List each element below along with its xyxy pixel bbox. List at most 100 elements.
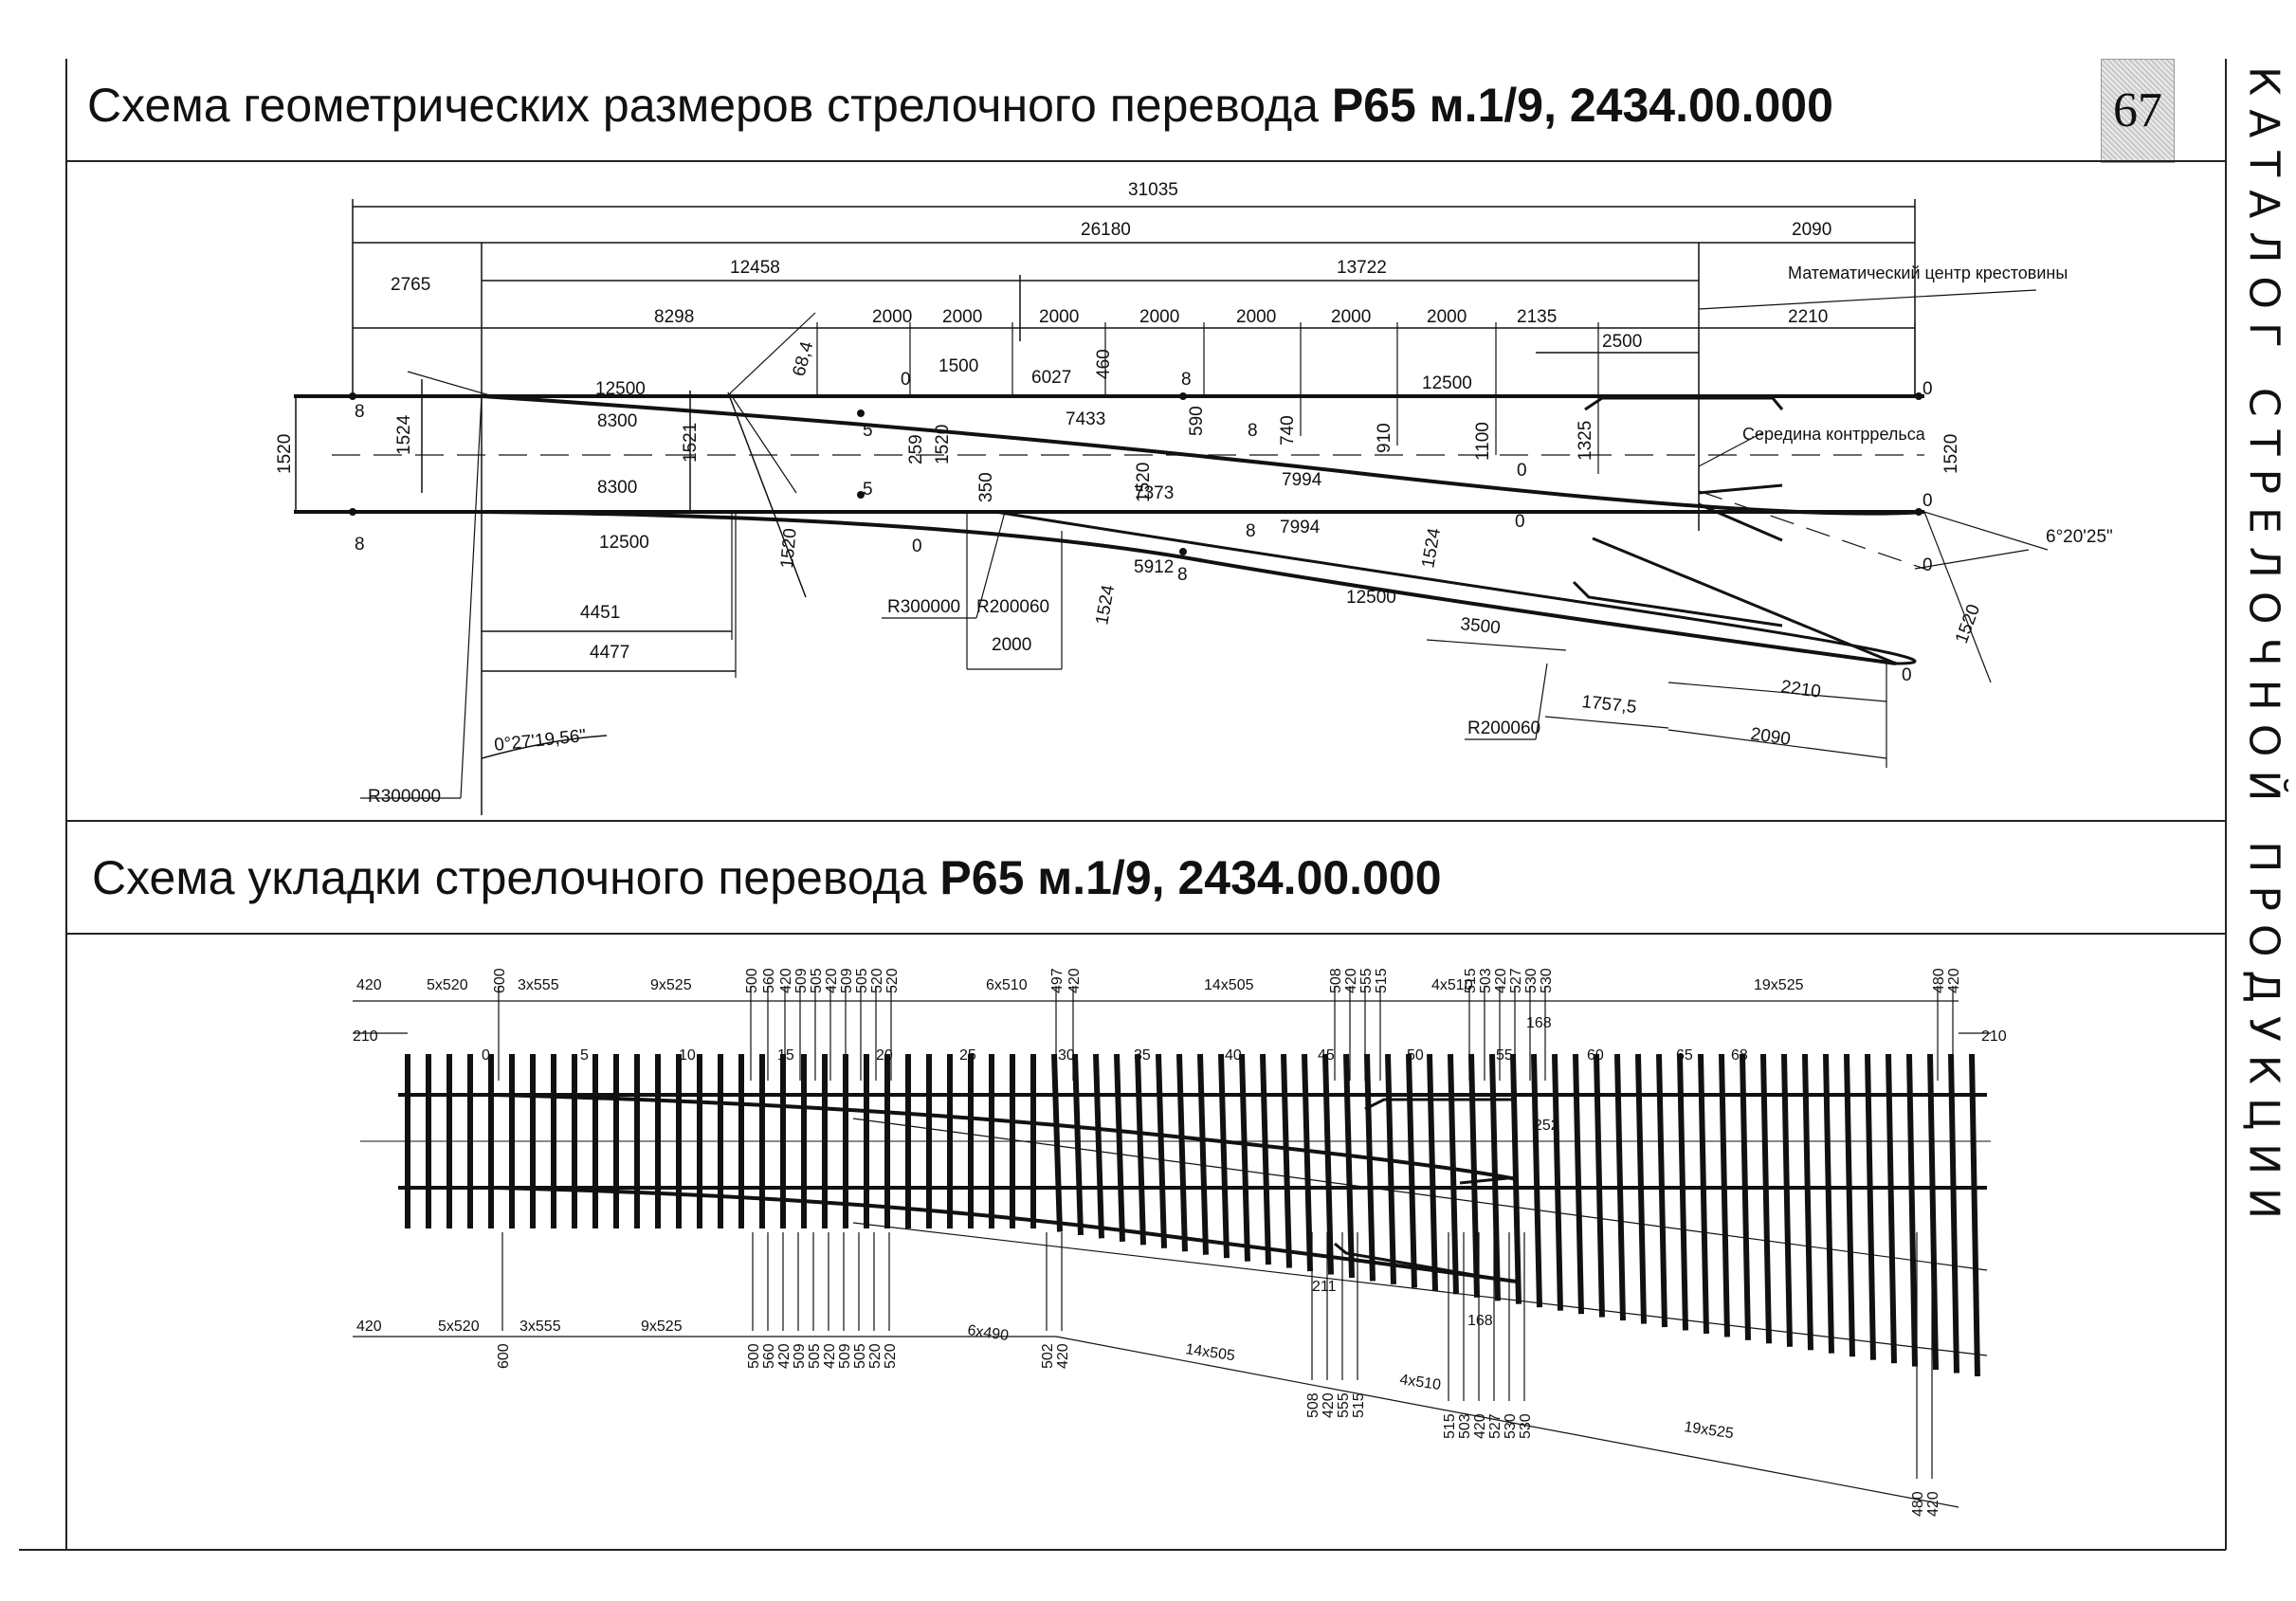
bottom-dim-vertical: 420	[1321, 1392, 1337, 1418]
sleeper	[1844, 1053, 1855, 1357]
sleeper	[1531, 1053, 1542, 1308]
sleeper-number: 55	[1496, 1047, 1513, 1064]
bottom-dim-vertical: 527	[1487, 1413, 1503, 1439]
top-dim-vertical: 500	[744, 968, 760, 993]
dim-1100: 1100	[1473, 422, 1493, 461]
sleeper	[1072, 1053, 1084, 1236]
sleeper	[1927, 1053, 1939, 1371]
sleeper-number: 35	[1134, 1047, 1151, 1064]
top-dim-vertical: 508	[1328, 968, 1344, 993]
rail-8300-bottom: 8300	[597, 478, 637, 498]
bottom-dim-label: 9x525	[641, 1319, 683, 1335]
dim-7994-a: 7994	[1282, 470, 1322, 490]
dim-tail: 2090	[1792, 220, 1831, 240]
dim-4451: 4451	[580, 603, 620, 623]
sleeper-number: 15	[777, 1047, 794, 1064]
dim-1325: 1325	[1576, 421, 1595, 461]
bottom-dim-label: 3x555	[519, 1319, 561, 1335]
bottom-dim-label: 6x490	[966, 1322, 1010, 1344]
top-dim-vertical: 420	[1343, 968, 1359, 993]
sleeper	[1802, 1053, 1813, 1351]
rail-12500-div: 12500	[1346, 588, 1396, 608]
bottom-dim-vertical: 600	[496, 1343, 512, 1369]
mark-8-f: 8	[355, 535, 365, 555]
top-dim-vertical: 420	[1066, 968, 1083, 993]
top-dim-vertical: 520	[884, 968, 901, 993]
sleeper	[1364, 1053, 1376, 1282]
sleeper	[1948, 1053, 1959, 1374]
dim-3500: 3500	[1459, 614, 1501, 638]
top-dim-vertical: 497	[1049, 968, 1066, 993]
sleeper	[1135, 1053, 1146, 1246]
sleeper-number: 68	[1731, 1047, 1748, 1064]
sleeper	[1322, 1053, 1334, 1275]
dim-168-top: 168	[1526, 1015, 1552, 1031]
dim-2000-c: 2000	[1039, 307, 1079, 327]
bottom-dim-vertical: 555	[1336, 1392, 1352, 1418]
sleeper	[1719, 1053, 1730, 1337]
dim-2210-top: 2210	[1788, 307, 1828, 327]
bottom-dim-vertical: 520	[883, 1343, 899, 1369]
dim-2000-a: 2000	[872, 307, 912, 327]
dim-5912: 5912	[1134, 557, 1174, 577]
dim-7433: 7433	[1066, 409, 1105, 429]
top-dim-label: 210	[1981, 1028, 2007, 1045]
dim-2000-e: 2000	[1236, 307, 1276, 327]
gauge-1520-b: 1520	[933, 425, 953, 464]
mark-0-b: 0	[912, 537, 922, 556]
top-dim-vertical: 505	[854, 968, 870, 993]
bottom-dim-vertical: 560	[761, 1343, 777, 1369]
sleeper	[1969, 1053, 1980, 1377]
mark-8-d: 8	[1177, 565, 1188, 585]
bottom-dim-label: 4x510	[1398, 1372, 1442, 1393]
gauge-1521: 1521	[681, 423, 701, 463]
top-dim-vertical: 505	[809, 968, 825, 993]
sleeper-number: 65	[1676, 1047, 1693, 1064]
sleeper	[1698, 1053, 1709, 1334]
label-checkrail-middle: Середина контррельса	[1742, 425, 1926, 444]
sleeper-number: 50	[1407, 1047, 1424, 1064]
bottom-dim-label: 420	[356, 1319, 382, 1335]
dim-left: 12458	[730, 258, 780, 278]
mark-0-f: 0	[1922, 491, 1933, 511]
sleeper	[1302, 1053, 1313, 1272]
page-number: 67	[2101, 59, 2175, 163]
dim-740: 740	[1278, 415, 1298, 446]
dim-1500: 1500	[938, 356, 978, 376]
bottom-dim-vertical: 480	[1910, 1491, 1926, 1517]
bottom-dim-vertical: 420	[822, 1343, 838, 1369]
sleeper	[1468, 1053, 1480, 1298]
bottom-dim-vertical: 508	[1305, 1392, 1321, 1418]
geometry-scheme-title: Схема геометрических размеров стрелочног…	[87, 79, 1833, 132]
sleeper	[1781, 1053, 1793, 1347]
sleeper	[1886, 1053, 1897, 1364]
rail-12500-top: 12500	[595, 379, 646, 399]
top-dim-vertical: 515	[1374, 968, 1390, 993]
top-dim-vertical: 600	[492, 968, 508, 993]
sleeper	[1156, 1053, 1167, 1248]
bottom-dim-vertical: 420	[1472, 1413, 1488, 1439]
bottom-dim-vertical: 509	[792, 1343, 808, 1369]
sleeper	[1051, 1053, 1063, 1232]
dim-460: 460	[1094, 349, 1114, 379]
bottom-dim-vertical: 515	[1442, 1413, 1458, 1439]
top-dim-vertical: 480	[1931, 968, 1947, 993]
top-dim-vertical: 530	[1539, 968, 1555, 993]
sleeper-number: 10	[679, 1047, 696, 1064]
dim-2500: 2500	[1602, 332, 1642, 352]
top-dim-vertical: 420	[1493, 968, 1509, 993]
bottom-dim-vertical: 505	[807, 1343, 823, 1369]
sleeper	[1385, 1053, 1396, 1285]
dim-right: 13722	[1337, 258, 1387, 278]
mark-0-h: 0	[1902, 665, 1912, 685]
sleeper	[1573, 1053, 1584, 1315]
top-dim-vertical: 420	[778, 968, 794, 993]
sleeper	[1406, 1053, 1417, 1288]
bottom-dim-vertical: 420	[1925, 1491, 1941, 1517]
sleeper-number: 0	[482, 1047, 490, 1064]
layout-scheme-title: Схема укладки стрелочного перевода Р65 м…	[92, 851, 1442, 904]
dim-350: 350	[976, 472, 996, 502]
rail-8300-top: 8300	[597, 411, 637, 431]
mark-0-e: 0	[1922, 379, 1933, 399]
